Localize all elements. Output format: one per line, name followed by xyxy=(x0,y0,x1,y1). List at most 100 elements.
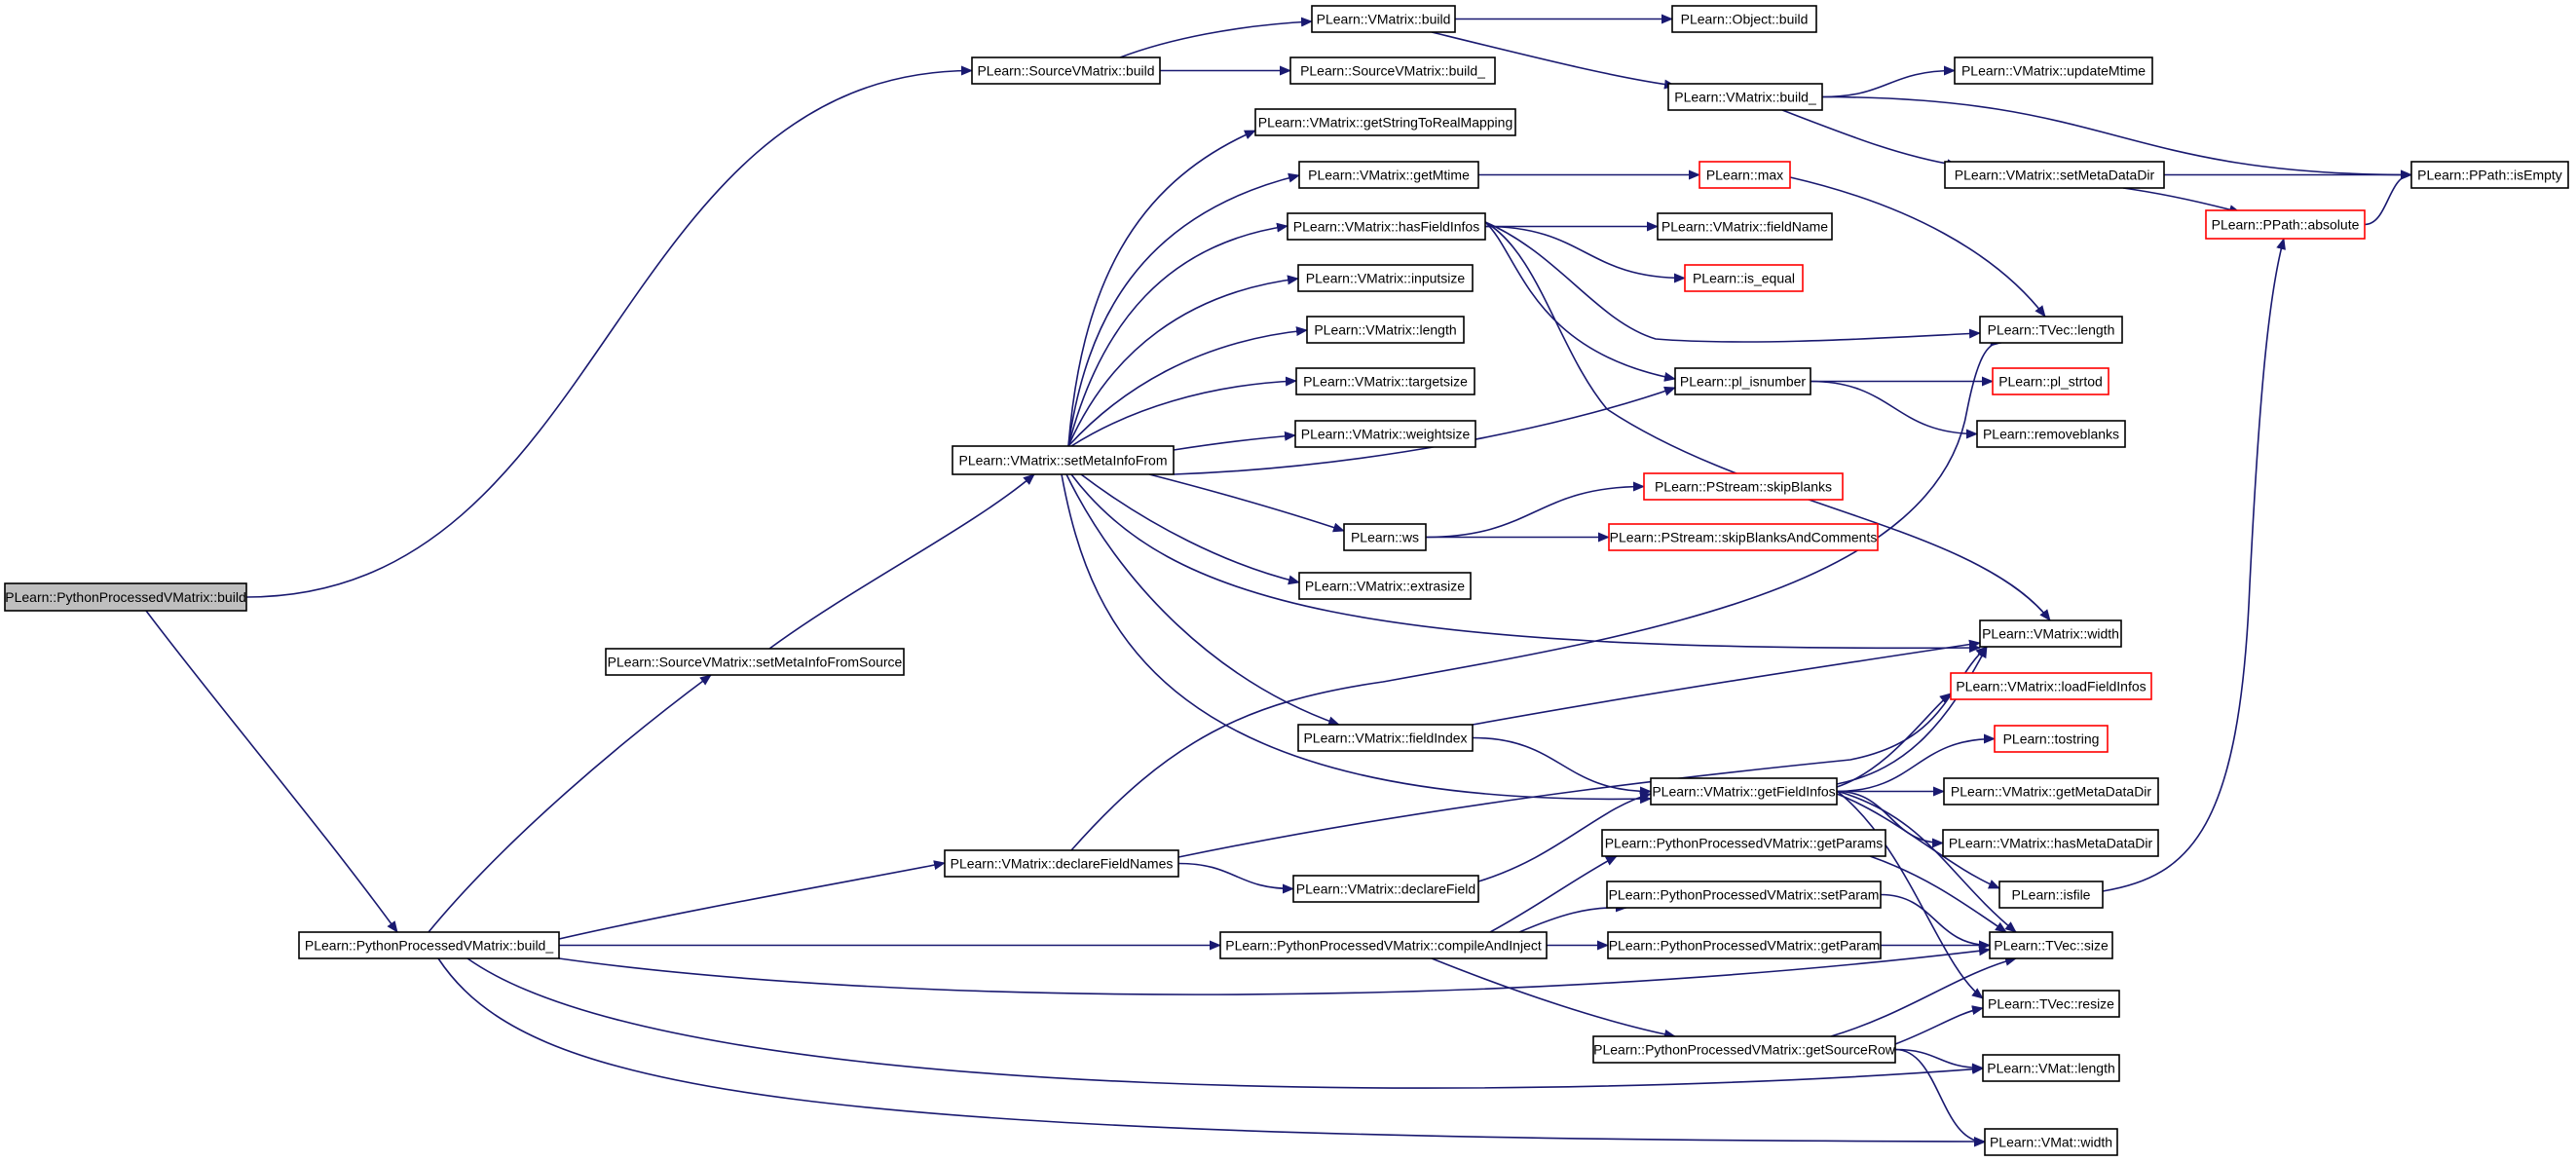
node-label: PLearn::VMatrix::getStringToRealMapping xyxy=(1258,115,1512,131)
edge-vm_build_-to-vm_setMetaDataDir xyxy=(1781,109,1959,169)
edge-ppvm_getSourceRow-to-tvec_size xyxy=(1830,956,2017,1037)
node-pl-is-equal[interactable]: PLearn::is_equal xyxy=(1684,264,1804,292)
node-label: PLearn::PPath::isEmpty xyxy=(2417,168,2562,183)
node-pl-isfile[interactable]: PLearn::isfile xyxy=(1998,881,2104,909)
edge-vm_setMetaInfoFrom-to-vm_inputsize xyxy=(1067,275,1299,447)
edge-path xyxy=(1070,473,1981,654)
edge-path xyxy=(1830,956,2017,1037)
node-box xyxy=(1671,5,1817,33)
node-box xyxy=(1650,777,1838,806)
node-box xyxy=(1607,931,1882,959)
edge-path xyxy=(1518,902,1627,933)
node-vm-updateMtime[interactable]: PLearn::VMatrix::updateMtime xyxy=(1954,56,2153,85)
node-vm-declareFieldNames[interactable]: PLearn::VMatrix::declareFieldNames xyxy=(944,849,1179,878)
edge-vm_build-to-vm_build_ xyxy=(1431,31,1676,90)
node-box xyxy=(1998,881,2104,909)
edge-root-to-svm_build xyxy=(245,65,973,598)
node-label: PLearn::Object::build xyxy=(1681,12,1809,27)
edge-vm_build_-to-vm_updateMtime xyxy=(1821,65,1956,98)
node-tvec-resize[interactable]: PLearn::TVec::resize xyxy=(1982,990,2120,1018)
node-tvec-length[interactable]: PLearn::TVec::length xyxy=(1979,316,2123,344)
edge-path xyxy=(1869,855,2007,933)
edge-path xyxy=(1477,792,1652,882)
node-vm-width[interactable]: PLearn::VMatrix::width xyxy=(1979,619,2122,648)
node-pl-isnumber[interactable]: PLearn::pl_isnumber xyxy=(1674,367,1811,395)
node-vm-fieldName[interactable]: PLearn::VMatrix::fieldName xyxy=(1657,212,1833,241)
node-pl-removeblanks[interactable]: PLearn::removeblanks xyxy=(1976,420,2126,448)
node-vm-loadFieldInfos[interactable]: PLearn::VMatrix::loadFieldInfos xyxy=(1950,672,2152,700)
node-vmat-length[interactable]: PLearn::VMat::length xyxy=(1982,1054,2120,1082)
node-svm-setMIFS[interactable]: PLearn::SourceVMatrix::setMetaInfoFromSo… xyxy=(605,648,905,676)
node-pl-ws[interactable]: PLearn::ws xyxy=(1343,523,1427,551)
node-box xyxy=(1601,829,1886,857)
node-ppvm-getParam[interactable]: PLearn::PythonProcessedVMatrix::getParam xyxy=(1607,931,1882,959)
edge-path xyxy=(1484,221,2051,621)
node-ps-skipBlanks[interactable]: PLearn::PStream::skipBlanks xyxy=(1643,472,1844,501)
node-vm-extrasize[interactable]: PLearn::VMatrix::extrasize xyxy=(1298,572,1472,600)
node-vm-targetsize[interactable]: PLearn::VMatrix::targetsize xyxy=(1295,367,1475,395)
node-ppvm-setParam[interactable]: PLearn::PythonProcessedVMatrix::setParam xyxy=(1606,881,1882,909)
node-box xyxy=(1992,367,2109,395)
edge-vm_setMetaInfoFrom-to-pl_ws xyxy=(1148,473,1345,533)
edge-path xyxy=(2122,187,2241,214)
node-obj-build[interactable]: PLearn::Object::build xyxy=(1671,5,1817,33)
node-vm-build-[interactable]: PLearn::VMatrix::build_ xyxy=(1667,83,1823,111)
edge-ppvm_build_-to-vmat_length xyxy=(467,957,1984,1089)
node-box xyxy=(1297,264,1474,292)
edge-pl_ws-to-ps_skipBlanks xyxy=(1425,481,1645,539)
node-vm-weightsize[interactable]: PLearn::VMatrix::weightsize xyxy=(1294,420,1476,448)
edge-path xyxy=(1836,790,1984,999)
node-ppvm-getParams[interactable]: PLearn::PythonProcessedVMatrix::getParam… xyxy=(1601,829,1886,857)
node-tvec-size[interactable]: PLearn::TVec::size xyxy=(1989,931,2113,959)
node-vmat-width[interactable]: PLearn::VMat::width xyxy=(1984,1128,2118,1156)
node-ppvm-compile[interactable]: PLearn::PythonProcessedVMatrix::compileA… xyxy=(1219,931,1548,959)
edge-ppvm_getSourceRow-to-vmat_width xyxy=(1894,1048,1986,1147)
node-pl-strtod[interactable]: PLearn::pl_strtod xyxy=(1992,367,2109,395)
edge-path xyxy=(1425,481,1645,539)
node-root[interactable]: PLearn::PythonProcessedVMatrix::build xyxy=(4,582,247,612)
node-vm-hasFieldInfos[interactable]: PLearn::VMatrix::hasFieldInfos xyxy=(1287,212,1486,241)
node-vm-getStrMap[interactable]: PLearn::VMatrix::getStringToRealMapping xyxy=(1254,108,1516,136)
node-label: PLearn::TVec::length xyxy=(1988,322,2115,338)
edge-path xyxy=(1836,790,2017,933)
node-vm-setMetaDataDir[interactable]: PLearn::VMatrix::setMetaDataDir xyxy=(1944,161,2165,189)
node-box xyxy=(971,56,1161,85)
node-label: PLearn::PythonProcessedVMatrix::getParam xyxy=(1609,938,1881,954)
node-box xyxy=(1219,931,1548,959)
node-vm-getMetaDataDir[interactable]: PLearn::VMatrix::getMetaDataDir xyxy=(1943,777,2159,806)
edge-pl_isnumber-to-pl_removeblanks xyxy=(1810,380,1978,439)
node-svm-build[interactable]: PLearn::SourceVMatrix::build xyxy=(971,56,1161,85)
node-vm-inputsize[interactable]: PLearn::VMatrix::inputsize xyxy=(1297,264,1474,292)
edge-ppvm_compile-to-ppvm_getParams xyxy=(1489,855,1618,933)
node-vm-build[interactable]: PLearn::VMatrix::build xyxy=(1311,5,1456,33)
edge-path xyxy=(1070,336,2002,851)
node-svm-build-[interactable]: PLearn::SourceVMatrix::build_ xyxy=(1289,56,1496,85)
node-vm-length[interactable]: PLearn::VMatrix::length xyxy=(1306,316,1465,344)
node-label: PLearn::VMatrix::length xyxy=(1314,322,1456,338)
edge-path xyxy=(1067,222,1288,447)
node-box xyxy=(1343,523,1427,551)
node-pl-max[interactable]: PLearn::max xyxy=(1699,161,1791,189)
edge-path xyxy=(1119,17,1313,58)
edge-path xyxy=(437,957,1986,1146)
node-label: PLearn::VMatrix::setMetaDataDir xyxy=(1955,168,2155,183)
node-vm-declareField[interactable]: PLearn::VMatrix::declareField xyxy=(1292,875,1479,903)
node-ppvm-getSourceRow[interactable]: PLearn::PythonProcessedVMatrix::getSourc… xyxy=(1592,1035,1896,1064)
node-box xyxy=(1298,161,1479,189)
node-vm-getFieldInfos[interactable]: PLearn::VMatrix::getFieldInfos xyxy=(1650,777,1838,806)
node-pp-absolute[interactable]: PLearn::PPath::absolute xyxy=(2205,209,2366,240)
node-vm-hasMetaDataDir[interactable]: PLearn::VMatrix::hasMetaDataDir xyxy=(1942,829,2159,857)
node-vm-fieldIndex[interactable]: PLearn::VMatrix::fieldIndex xyxy=(1297,724,1474,752)
node-vm-getMtime[interactable]: PLearn::VMatrix::getMtime xyxy=(1298,161,1479,189)
node-pl-tostring[interactable]: PLearn::tostring xyxy=(1994,725,2109,753)
node-label: PLearn::TVec::size xyxy=(1994,938,2109,954)
node-vm-setMetaInfoFrom[interactable]: PLearn::VMatrix::setMetaInfoFrom xyxy=(952,445,1175,475)
node-pp-isEmpty[interactable]: PLearn::PPath::isEmpty xyxy=(2410,161,2569,189)
node-label: PLearn::VMatrix::declareField xyxy=(1296,881,1475,897)
edge-vm_setMetaInfoFrom-to-vm_weightsize xyxy=(1173,431,1296,451)
node-label: PLearn::VMatrix::fieldName xyxy=(1661,219,1828,235)
edge-path xyxy=(1894,1048,1984,1073)
edge-path xyxy=(428,674,712,933)
node-ppvm-build-[interactable]: PLearn::PythonProcessedVMatrix::build_ xyxy=(298,931,560,959)
node-ps-skipBC[interactable]: PLearn::PStream::skipBlanksAndComments xyxy=(1608,523,1879,551)
